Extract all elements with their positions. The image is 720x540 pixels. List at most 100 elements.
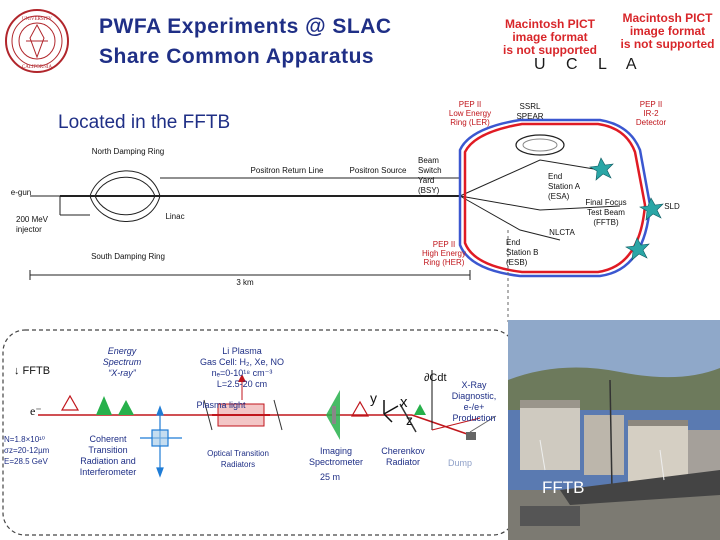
pict-line: is not supported (503, 43, 597, 57)
cdt-label: ∂Cdt (424, 372, 447, 384)
pict-line: image format (512, 30, 588, 44)
energy-line: Energy (107, 346, 137, 356)
fftb-line: (FFTB) (593, 218, 619, 227)
xray-line: Production (452, 413, 496, 423)
scale-label: 3 km (236, 278, 254, 287)
linac-label: Linac (165, 212, 185, 221)
bsy-line: (BSY) (418, 186, 440, 195)
ctr-label: Coherent Transition Radiation and Interf… (70, 434, 146, 478)
esa-line: Station A (548, 182, 581, 191)
title-line-1: PWFA Experiments @ SLAC (99, 15, 392, 38)
esa-line: (ESA) (548, 192, 570, 201)
cherenkov-label: Cherenkov Radiator (372, 446, 434, 468)
pict-line: Macintosh PICT (622, 11, 713, 25)
energy-spectrum-label: Energy Spectrum “X-ray” (92, 346, 152, 379)
bsy-line: Yard (418, 176, 435, 185)
ctr-line: Transition (88, 445, 128, 455)
pict-placeholder-1: Macintosh PICT image format is not suppo… (490, 18, 610, 57)
axis-z: z (406, 412, 413, 428)
pict-line: image format (629, 24, 706, 38)
magnet-triangles (60, 394, 370, 417)
imaging-line: Spectrometer (308, 457, 364, 467)
plasma-line: Li Plasma (222, 346, 262, 356)
otr-label: Optical Transition Radiators (196, 448, 280, 470)
axis-y: y (370, 390, 377, 406)
fftb-photo (508, 320, 720, 540)
slac-map (29, 118, 664, 322)
ssrl-label: SSRL SPEAR (505, 102, 555, 122)
beam-params: N=1.8×10¹⁰ σz=20-12µm E=28.5 GeV (4, 434, 74, 467)
energy-line: Spectrum (102, 357, 142, 367)
experiment-diagram (2, 320, 720, 540)
coord-axes (383, 400, 399, 423)
spear-ring (515, 134, 565, 156)
beam-param: σz=20-12µm (4, 446, 50, 455)
university-seal: UNIVERSITY CALIFORNIA (4, 8, 70, 74)
beam-param: N=1.8×10¹⁰ (4, 435, 46, 444)
injector-line: 200 MeV (16, 215, 49, 224)
esa-line: End (548, 172, 563, 181)
pep-ler-line: Ring (LER) (450, 118, 490, 127)
plasma-label: Li Plasma Gas Cell: H₂, Xe, NO nₑ=0-10¹⁸… (182, 346, 302, 390)
fftb-label: Final Focus Test Beam (FFTB) (578, 198, 634, 228)
ssrl-line: SSRL (519, 102, 541, 111)
xray-line: X-Ray (461, 380, 487, 390)
xray-diagnostic-label: X-Ray Diagnostic, e-/e+ Production (442, 380, 506, 424)
cherenkov-foil (399, 403, 417, 433)
axis-x: x (400, 394, 408, 411)
pict-line: is not supported (620, 37, 715, 51)
pep-ir2-line: PEP II (639, 100, 663, 109)
north-damping-ring-label: North Damping Ring (91, 147, 165, 156)
pep-her-line: High Energy (421, 249, 467, 258)
fftb-line: Final Focus (585, 198, 627, 207)
egun-label: e-gun (10, 188, 32, 197)
fftb-line: Test Beam (587, 208, 625, 217)
esb-line: Station B (506, 248, 539, 257)
cherenkov-line: Cherenkov (381, 446, 425, 456)
esb-line: End (506, 238, 521, 247)
detector-stars (589, 157, 664, 261)
energy-spectrum-marks (96, 396, 134, 415)
pep-ler-line: PEP II (458, 100, 482, 109)
otr-foils (203, 399, 283, 431)
esa-label: End Station A (ESA) (548, 172, 598, 202)
plasma-line: Gas Cell: H₂, Xe, NO (199, 357, 284, 367)
otr-line: Radiators (220, 460, 256, 469)
svg-text:UNIVERSITY: UNIVERSITY (22, 17, 52, 22)
beam-dump (466, 432, 476, 440)
ssrl-line: SPEAR (516, 112, 544, 121)
pep-her-ring (463, 122, 647, 274)
bsy-label: Beam Switch Yard (BSY) (418, 156, 458, 196)
pep-her-line: PEP II (432, 240, 456, 249)
ctr-line: Coherent (89, 434, 127, 444)
imaging-line: Imaging (319, 446, 353, 456)
pep-ler-line: Low Energy (448, 109, 492, 118)
bsy-line: Switch (418, 166, 442, 175)
svg-text:CALIFORNIA: CALIFORNIA (22, 65, 53, 70)
photo-fftb-label: FFTB (542, 478, 585, 497)
otr-line: Optical Transition (207, 449, 269, 458)
energy-line: “X-ray” (108, 368, 136, 378)
pep-her-line: Ring (HER) (423, 258, 465, 267)
plasma-line: L=2.5-20 cm (216, 379, 268, 389)
ctr-line: Interferometer (79, 467, 137, 477)
fftb-arrow-label: ↓ FFTB (14, 365, 51, 377)
distance-label: 25 m (319, 472, 340, 482)
electron-label: e⁻ (30, 404, 42, 418)
plasma-line: nₑ=0-10¹⁸ cm⁻³ (211, 368, 273, 378)
injector-line: injector (16, 225, 42, 234)
pep-ir2-line: Detector (635, 118, 667, 127)
ucla-logo-text: U C L A (534, 56, 645, 73)
imaging-label: Imaging Spectrometer (300, 446, 372, 468)
pep-ir2-label: PEP II IR-2 Detector (626, 100, 676, 127)
ctr-line: Radiation and (80, 456, 136, 466)
ctr-interferometer (140, 405, 182, 478)
dump-label: Dump (447, 458, 472, 468)
esb-label: End Station B (ESB) (506, 238, 546, 268)
south-damping-ring-label: South Damping Ring (91, 252, 165, 261)
pict-line: Macintosh PICT (504, 17, 595, 31)
cherenkov-line: Radiator (385, 457, 421, 467)
nlcta-label: NLCTA (549, 228, 575, 237)
pep-ler-label: PEP II Low Energy Ring (LER) (440, 100, 500, 127)
pep-her-label: PEP II High Energy Ring (HER) (414, 240, 474, 267)
